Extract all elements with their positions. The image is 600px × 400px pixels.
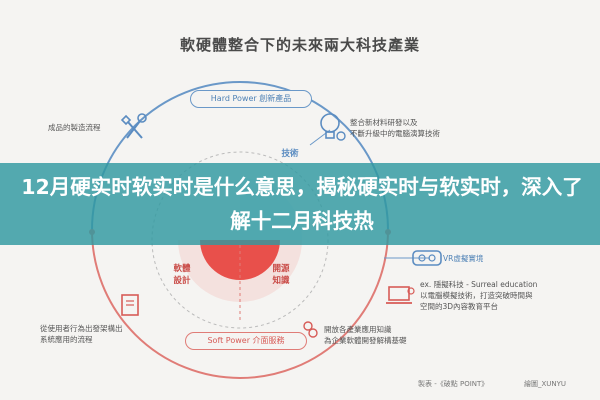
hard-power-arc [91,81,389,231]
note-surreal-education: ex. 隱擬科技 - Surreal education 以電腦模擬技術，打造突… [420,280,538,311]
note-materials: 整合新材料研發以及 不斷升級中的電腦演算技術 [350,118,440,138]
quadrant-label-tech: 技術 [281,149,299,159]
diagram-title: 軟硬體整合下的未來兩大科技產業 [179,36,420,54]
vr-headset-icon [412,250,442,266]
hard-power-pill: Hard Power 創新產品 [190,90,312,108]
headline-banner [0,163,600,245]
quadrant-label-software: 軟體 設計 [173,264,191,286]
quadrant-label-opensource: 開源 知識 [272,264,290,286]
credit-chart: 製表 -《破點 POINT》 [418,380,489,388]
note-manufacturing: 成品的製造流程 [48,123,101,132]
note-open-knowledge: 開放各產業應用知識 為企業軟體開發解構基礎 [324,325,407,345]
vr-label: VR虛擬實境 [443,254,484,263]
laptop-gear-icon [386,286,415,304]
note-user-behavior: 從使用者行為出發架構出 系統應用的流程 [40,324,123,344]
lightbulb-gear-icon [320,113,346,141]
wrench-screwdriver-icon [120,113,147,139]
headline-text: 12月硬实时软实时是什么意思，揭秘硬实时与软实时，深入了解十二月科技热 [21,175,583,233]
soft-power-pill: Soft Power 介面服務 [185,332,307,350]
credit-illustration: 繪圖_XUNYU [524,380,567,388]
gear-stack-icon [303,321,318,338]
document-user-icon [121,294,139,316]
soft-power-arc [91,229,389,379]
